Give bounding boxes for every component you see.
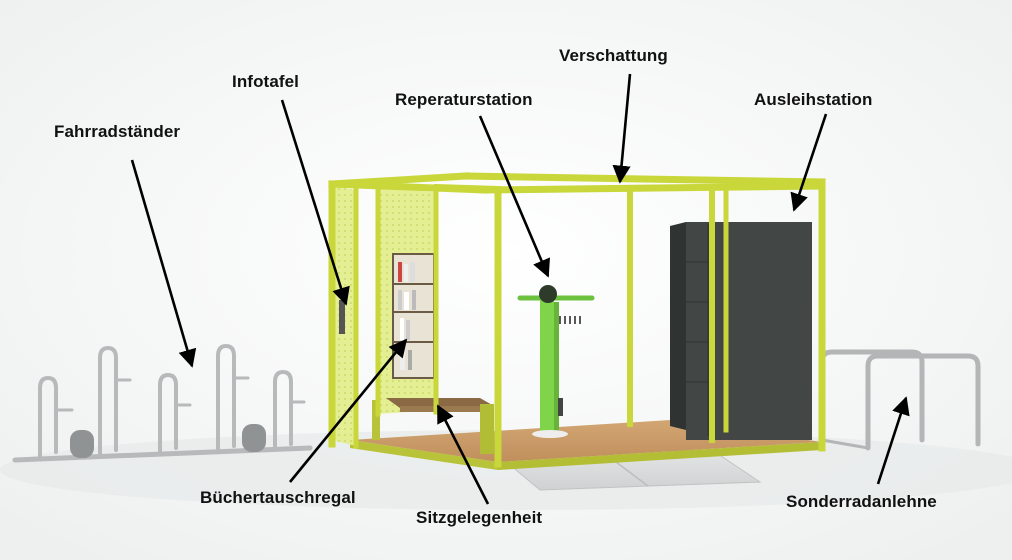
bollard	[70, 430, 94, 458]
arrow-buechertauschregal	[288, 338, 408, 483]
callout-arrows	[130, 73, 910, 505]
label-ausleihstation: Ausleihstation	[754, 90, 873, 109]
label-buechertauschregal: Büchertauschregal	[200, 488, 356, 507]
floor-edge	[498, 442, 822, 470]
arrow-sonderradanlehne	[876, 396, 910, 485]
label-sonderradanlehne: Sonderradanlehne	[786, 492, 937, 511]
rental-cabinet	[670, 222, 812, 440]
book-shelf	[392, 253, 435, 379]
info-board	[339, 300, 345, 334]
arrow-reperaturstation	[478, 115, 550, 278]
arrow-fahrradstaender	[130, 159, 197, 368]
floor-edge	[350, 440, 498, 470]
label-verschattung: Verschattung	[559, 46, 668, 65]
label-infotafel: Infotafel	[232, 72, 300, 91]
arrow-ausleihstation	[790, 113, 828, 212]
label-fahrradstaender: Fahrradständer	[54, 122, 181, 141]
arrow-infotafel	[280, 99, 350, 306]
label-reperaturstation: Reperaturstation	[395, 90, 533, 109]
label-sitzgelegenheit: Sitzgelegenheit	[416, 508, 543, 527]
arrow-sitzgelegenheit	[436, 404, 490, 505]
bollard	[242, 424, 266, 452]
repair-stand	[517, 285, 595, 438]
arrow-verschattung	[612, 73, 632, 184]
